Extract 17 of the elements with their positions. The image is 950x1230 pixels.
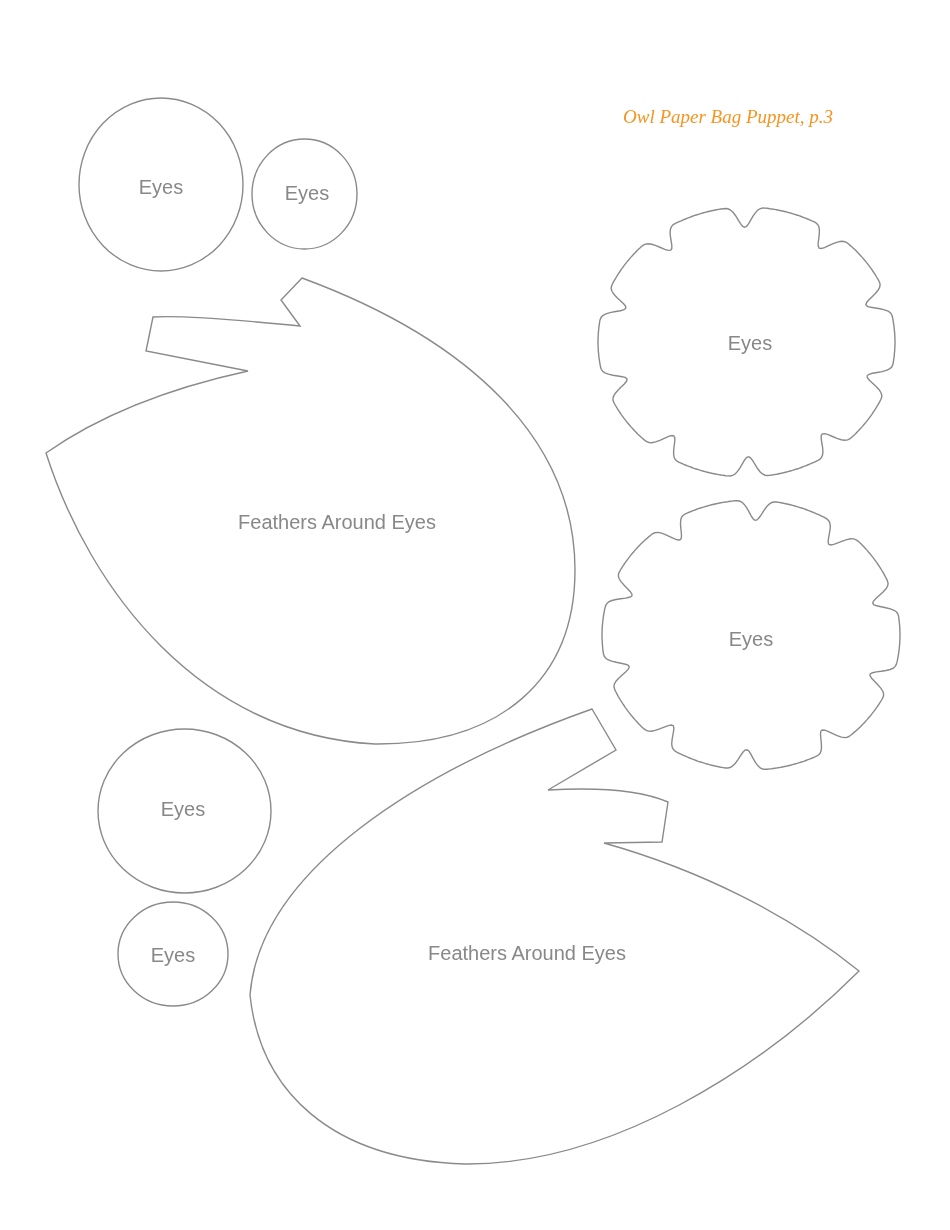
circle-eye-cutout (97, 728, 272, 894)
circle-eye-cutout (78, 97, 244, 272)
scalloped-eye-cutout (598, 207, 895, 477)
circle-eye-cutout (251, 138, 358, 250)
feather-cutout (44, 276, 577, 746)
scalloped-eye-cutout (602, 500, 900, 770)
cutout-label: Eyes (284, 181, 330, 205)
cutout-label: Eyes (160, 797, 206, 821)
cutout-label: Eyes (138, 175, 184, 199)
cutout-label: Feathers Around Eyes (238, 510, 436, 534)
cutout-label: Eyes (727, 331, 773, 355)
cutout-label: Eyes (150, 943, 196, 967)
circle-eye-cutout (117, 901, 229, 1007)
page-title: Owl Paper Bag Puppet, p.3 (623, 106, 834, 128)
cutout-label: Eyes (728, 627, 774, 651)
feather-cutout (248, 707, 861, 1166)
cutout-label: Feathers Around Eyes (428, 941, 626, 965)
